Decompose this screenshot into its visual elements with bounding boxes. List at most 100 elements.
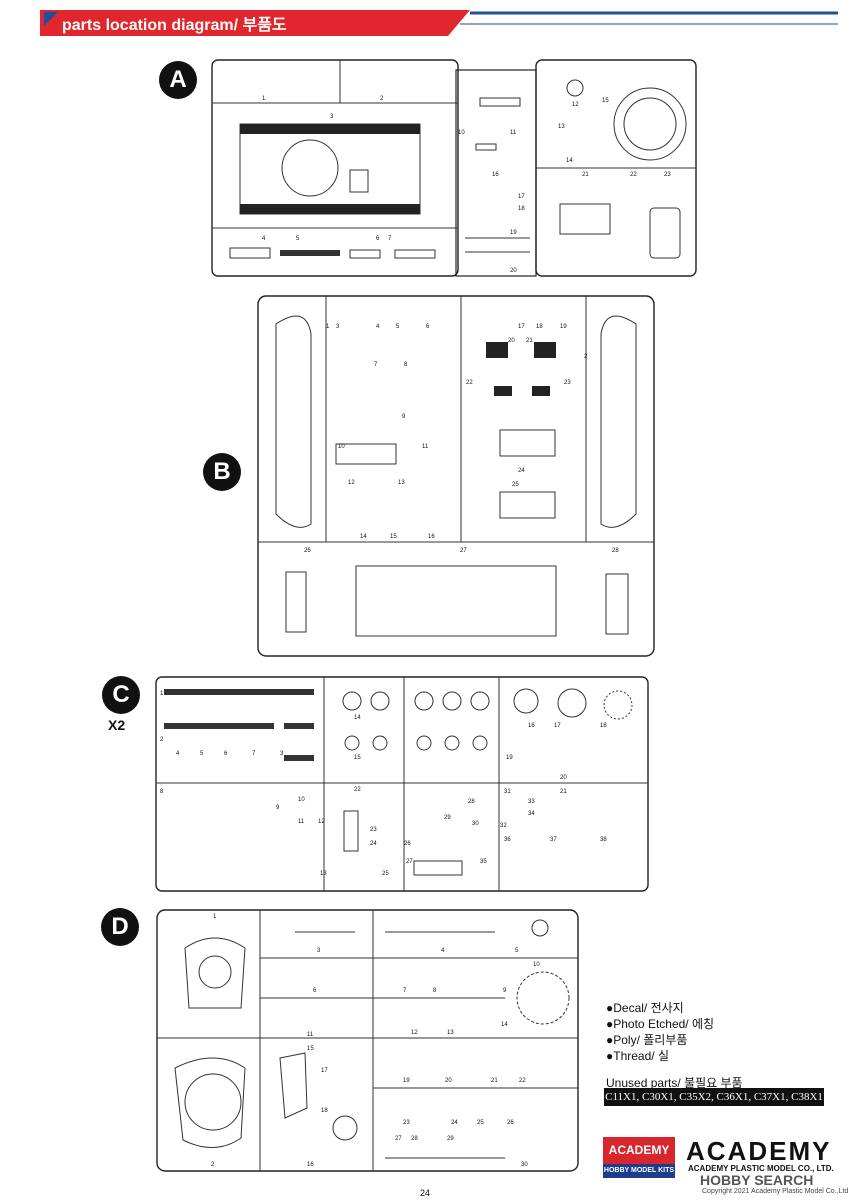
logo-subtext: HOBBY MODEL KITS [603, 1164, 675, 1178]
unused-parts-list: C11X1, C30X1, C35X2, C36X1, C37X1, C38X1 [604, 1088, 824, 1106]
svg-text:28: 28 [468, 799, 475, 805]
logo-text: ACADEMY [608, 1143, 670, 1157]
svg-text:13: 13 [558, 124, 565, 130]
svg-text:30: 30 [521, 1162, 528, 1168]
svg-text:12: 12 [348, 480, 355, 486]
svg-text:32: 32 [500, 823, 507, 829]
svg-text:7: 7 [403, 988, 407, 994]
svg-text:38: 38 [600, 837, 607, 843]
svg-text:21: 21 [582, 172, 589, 178]
sprue-c-badge: C [102, 676, 140, 714]
svg-text:19: 19 [510, 230, 517, 236]
svg-text:19: 19 [403, 1078, 410, 1084]
svg-text:23: 23 [564, 380, 571, 386]
svg-text:26: 26 [304, 548, 311, 554]
svg-text:36: 36 [504, 837, 511, 843]
brand-name: ACADEMY [686, 1136, 832, 1166]
svg-text:19: 19 [506, 755, 513, 761]
svg-text:22: 22 [354, 787, 361, 793]
svg-text:9: 9 [503, 988, 507, 994]
svg-text:4: 4 [176, 751, 180, 757]
svg-text:3: 3 [280, 751, 284, 757]
svg-text:23: 23 [370, 827, 377, 833]
svg-text:17: 17 [321, 1068, 328, 1074]
svg-text:31: 31 [504, 789, 511, 795]
svg-text:5: 5 [396, 324, 400, 330]
svg-text:25: 25 [512, 482, 519, 488]
svg-text:23: 23 [403, 1120, 410, 1126]
svg-text:33: 33 [528, 799, 535, 805]
svg-text:23: 23 [664, 172, 671, 178]
svg-text:14: 14 [566, 158, 573, 164]
svg-text:16: 16 [492, 172, 499, 178]
svg-text:16: 16 [528, 723, 535, 729]
svg-text:28: 28 [612, 548, 619, 554]
unused-parts-title: Unused parts/ 불필요 부품 [606, 1076, 743, 1090]
svg-text:13: 13 [320, 871, 327, 877]
svg-text:7: 7 [252, 751, 256, 757]
svg-text:12: 12 [572, 102, 579, 108]
svg-text:7: 7 [374, 362, 378, 368]
svg-text:15: 15 [354, 755, 361, 761]
svg-text:26: 26 [404, 841, 411, 847]
svg-text:10: 10 [458, 130, 465, 136]
svg-text:15: 15 [390, 534, 397, 540]
svg-text:8: 8 [160, 789, 164, 795]
svg-text:1: 1 [160, 691, 164, 697]
svg-text:13: 13 [398, 480, 405, 486]
svg-text:22: 22 [630, 172, 637, 178]
legend: ●Decal/ 전사지 ●Photo Etched/ 에칭 ●Poly/ 폴리부… [606, 1000, 714, 1064]
svg-text:12: 12 [411, 1030, 418, 1036]
svg-text:30: 30 [472, 821, 479, 827]
svg-text:17: 17 [518, 194, 525, 200]
svg-text:24: 24 [451, 1120, 458, 1126]
svg-text:10: 10 [338, 444, 345, 450]
svg-text:10: 10 [533, 962, 540, 968]
svg-text:20: 20 [508, 338, 515, 344]
svg-text:16: 16 [307, 1162, 314, 1168]
svg-text:10: 10 [298, 797, 305, 803]
sprue-a-badge: A [159, 61, 197, 99]
svg-text:22: 22 [466, 380, 473, 386]
svg-text:5: 5 [515, 948, 519, 954]
svg-text:27: 27 [406, 859, 413, 865]
svg-text:8: 8 [404, 362, 408, 368]
legend-decal: ●Decal/ 전사지 [606, 1001, 684, 1015]
svg-text:11: 11 [298, 819, 305, 825]
svg-text:6: 6 [224, 751, 228, 757]
svg-text:3: 3 [336, 324, 340, 330]
svg-text:29: 29 [447, 1136, 454, 1142]
legend-poly: ●Poly/ 폴리부품 [606, 1033, 688, 1047]
svg-text:3: 3 [330, 114, 334, 120]
brand-company: ACADEMY PLASTIC MODEL CO., LTD. [688, 1164, 834, 1173]
svg-text:2: 2 [584, 354, 588, 360]
svg-text:18: 18 [321, 1108, 328, 1114]
svg-text:14: 14 [360, 534, 367, 540]
svg-text:5: 5 [200, 751, 204, 757]
svg-text:11: 11 [307, 1032, 314, 1038]
svg-text:35: 35 [480, 859, 487, 865]
svg-text:13: 13 [447, 1030, 454, 1036]
svg-text:4: 4 [262, 236, 266, 242]
svg-text:34: 34 [528, 811, 535, 817]
svg-text:21: 21 [491, 1078, 498, 1084]
svg-text:21: 21 [560, 789, 567, 795]
svg-text:16: 16 [428, 534, 435, 540]
page-title: parts location diagram/ 부품도 [62, 17, 287, 34]
legend-thread: ●Thread/ 실 [606, 1049, 669, 1063]
svg-text:12: 12 [318, 819, 325, 825]
svg-text:20: 20 [560, 775, 567, 781]
svg-text:9: 9 [276, 805, 280, 811]
svg-text:2: 2 [211, 1162, 215, 1168]
svg-text:9: 9 [402, 414, 406, 420]
svg-text:11: 11 [510, 130, 517, 136]
svg-text:7: 7 [388, 236, 392, 242]
svg-text:2: 2 [380, 96, 384, 102]
svg-text:17: 17 [518, 324, 525, 330]
svg-text:29: 29 [444, 815, 451, 821]
sprue-b-badge: B [203, 453, 241, 491]
svg-text:6: 6 [376, 236, 380, 242]
